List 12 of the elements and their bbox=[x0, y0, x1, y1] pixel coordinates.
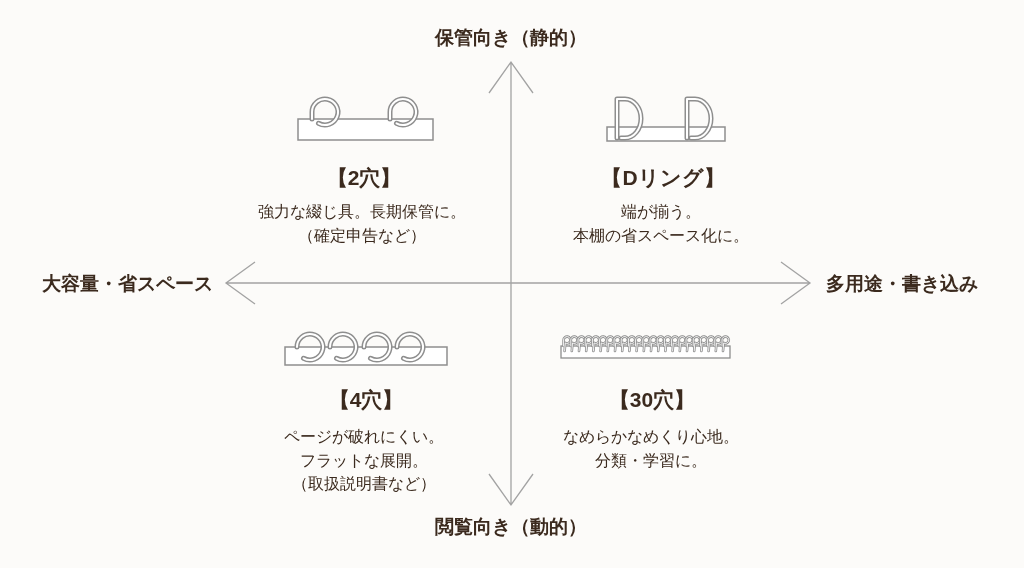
section-heading: 【2穴】 bbox=[326, 165, 402, 191]
axis-label: 大容量・省スペース bbox=[42, 272, 213, 296]
description-text: なめらかなめくり心地。分類・学習に。 bbox=[563, 427, 739, 471]
description-text: ページが破れにくい。フラットな展開。（取扱説明書など） bbox=[284, 427, 444, 494]
description-text: 強力な綴じ具。長期保管に。（確定申告など） bbox=[258, 202, 466, 246]
axis-label: 閲覧向き（動的） bbox=[435, 515, 587, 539]
section-heading: 【Dリング】 bbox=[601, 165, 725, 191]
section-heading: 【4穴】 bbox=[328, 387, 404, 413]
description-text: 端が揃う。本棚の省スペース化に。 bbox=[573, 202, 749, 246]
section-heading: 【30穴】 bbox=[608, 387, 696, 413]
axis-label: 保管向き（静的） bbox=[435, 26, 587, 50]
axis-label: 多用途・書き込み bbox=[826, 272, 978, 296]
